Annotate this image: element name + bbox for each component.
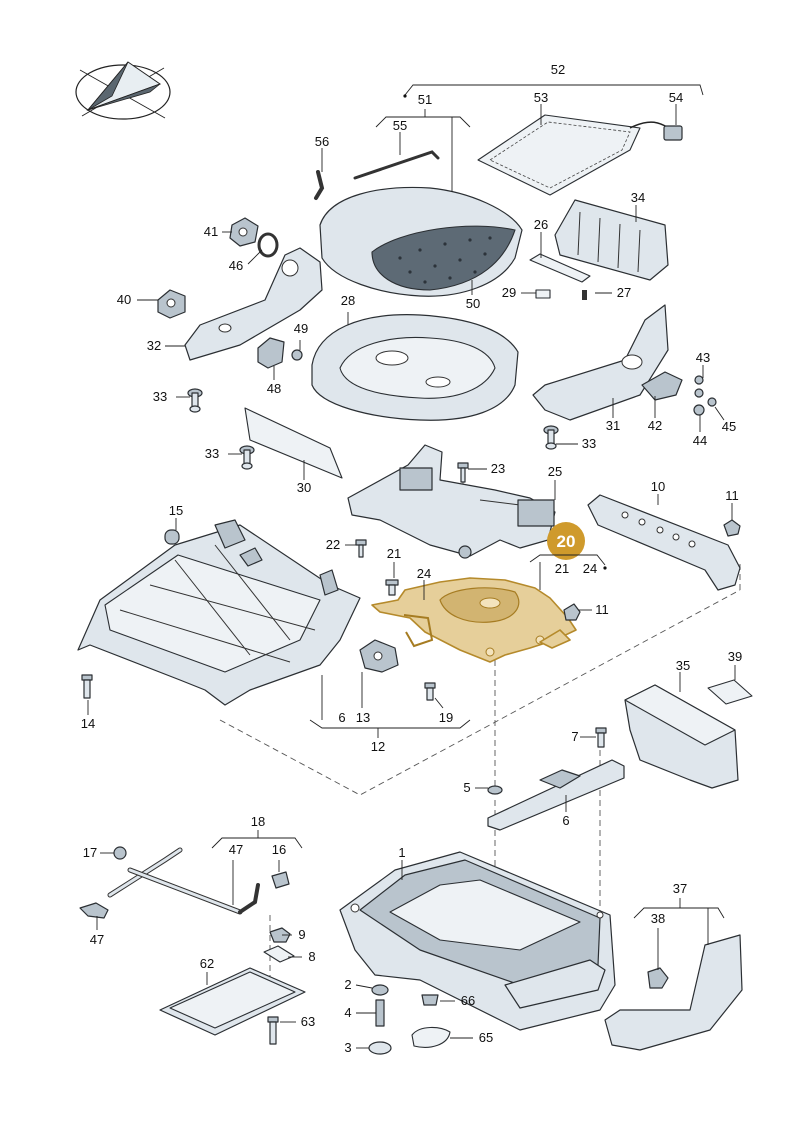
callout-10: 10 <box>651 479 665 494</box>
callout-23: 23 <box>491 461 505 476</box>
callout-27: 27 <box>617 285 631 300</box>
seat-cushion <box>319 186 523 297</box>
callout-44: 44 <box>693 433 707 448</box>
callout-8: 8 <box>308 949 315 964</box>
wire-55 <box>314 150 440 200</box>
bracket-assembly-18 <box>79 846 290 919</box>
callout-33-mid: 33 <box>205 446 219 461</box>
strap-26 <box>529 253 591 300</box>
callout-18: 18 <box>251 814 265 829</box>
callout-26: 26 <box>534 217 548 232</box>
plate-62 <box>159 967 306 1045</box>
side-cover-31 <box>532 304 717 421</box>
callout-34: 34 <box>631 190 645 205</box>
callout-17: 17 <box>83 845 97 860</box>
cover-37 <box>604 934 743 1051</box>
callout-33-top: 33 <box>153 389 167 404</box>
callout-42: 42 <box>648 418 662 433</box>
callout-39: 39 <box>728 649 742 664</box>
callout-53: 53 <box>534 90 548 105</box>
callout-29: 29 <box>502 285 516 300</box>
callout-14: 14 <box>81 716 95 731</box>
highlighted-bracket-20 <box>371 577 577 663</box>
bracket-25 <box>347 444 556 559</box>
small-fasteners <box>368 984 451 1055</box>
callout-labels: 52 51 53 54 55 56 34 26 41 46 50 29 27 4… <box>81 62 742 1055</box>
callout-51: 51 <box>418 92 432 107</box>
screws-22-23 <box>355 462 469 558</box>
drawer-housing-1 <box>339 851 616 1031</box>
callout-52: 52 <box>551 62 565 77</box>
callout-37: 37 <box>673 881 687 896</box>
callout-31: 31 <box>606 418 620 433</box>
screws-33 <box>187 388 559 470</box>
callout-35: 35 <box>676 658 690 673</box>
trim-10 <box>587 494 741 591</box>
callout-40: 40 <box>117 292 131 307</box>
leader-lines <box>87 84 736 1049</box>
callout-48: 48 <box>267 381 281 396</box>
callout-15: 15 <box>169 503 183 518</box>
callout-38: 38 <box>651 911 665 926</box>
rail-6 <box>487 727 625 831</box>
callout-55: 55 <box>393 118 407 133</box>
callout-6-frame: 6 <box>338 710 345 725</box>
callout-24-left: 24 <box>417 566 431 581</box>
seat-pan <box>311 314 519 421</box>
callout-30: 30 <box>297 480 311 495</box>
callout-66: 66 <box>461 993 475 1008</box>
plate-30 <box>244 407 343 479</box>
callout-12: 12 <box>371 739 385 754</box>
callout-11-top: 11 <box>725 488 739 503</box>
callout-5: 5 <box>463 780 470 795</box>
callout-43: 43 <box>696 350 710 365</box>
callout-21-left: 21 <box>387 546 401 561</box>
callout-54: 54 <box>669 90 683 105</box>
callout-19: 19 <box>439 710 453 725</box>
callout-28: 28 <box>341 293 355 308</box>
switch-48 <box>257 337 303 369</box>
storage-drawer-35 <box>624 679 753 789</box>
callout-25: 25 <box>548 464 562 479</box>
callout-3: 3 <box>344 1040 351 1055</box>
seat-frame <box>77 519 361 706</box>
compass-orientation-icon <box>75 61 171 120</box>
callout-45: 45 <box>722 419 736 434</box>
bolt-14 <box>81 674 93 699</box>
callout-41: 41 <box>204 224 218 239</box>
callout-49: 49 <box>294 321 308 336</box>
callout-13: 13 <box>356 710 370 725</box>
callout-46: 46 <box>229 258 243 273</box>
callout-24-right: 24 <box>583 561 597 576</box>
callout-65: 65 <box>479 1030 493 1045</box>
highlight-badge: 20 <box>547 522 585 560</box>
callout-56: 56 <box>315 134 329 149</box>
callout-22: 22 <box>326 537 340 552</box>
heater-mat <box>477 114 683 196</box>
side-panel-32 <box>157 217 323 361</box>
callout-4: 4 <box>344 1005 351 1020</box>
callout-2: 2 <box>344 977 351 992</box>
callout-32: 32 <box>147 338 161 353</box>
motor-13 <box>359 639 436 701</box>
callout-47-bracket: 47 <box>229 842 243 857</box>
callout-16: 16 <box>272 842 286 857</box>
callout-33-right: 33 <box>582 436 596 451</box>
callout-63: 63 <box>301 1014 315 1029</box>
screw-21 <box>385 579 581 621</box>
callout-50: 50 <box>466 296 480 311</box>
callout-9: 9 <box>298 927 305 942</box>
callout-47-left: 47 <box>90 932 104 947</box>
badge-label: 20 <box>557 532 576 551</box>
trim-panel-34 <box>554 199 669 281</box>
callout-6-rail: 6 <box>562 813 569 828</box>
callout-21-right: 21 <box>555 561 569 576</box>
callout-11-mid: 11 <box>595 602 609 617</box>
fasteners-8-9 <box>263 927 295 963</box>
callout-1: 1 <box>398 845 405 860</box>
callout-7: 7 <box>571 729 578 744</box>
callout-62: 62 <box>200 956 214 971</box>
